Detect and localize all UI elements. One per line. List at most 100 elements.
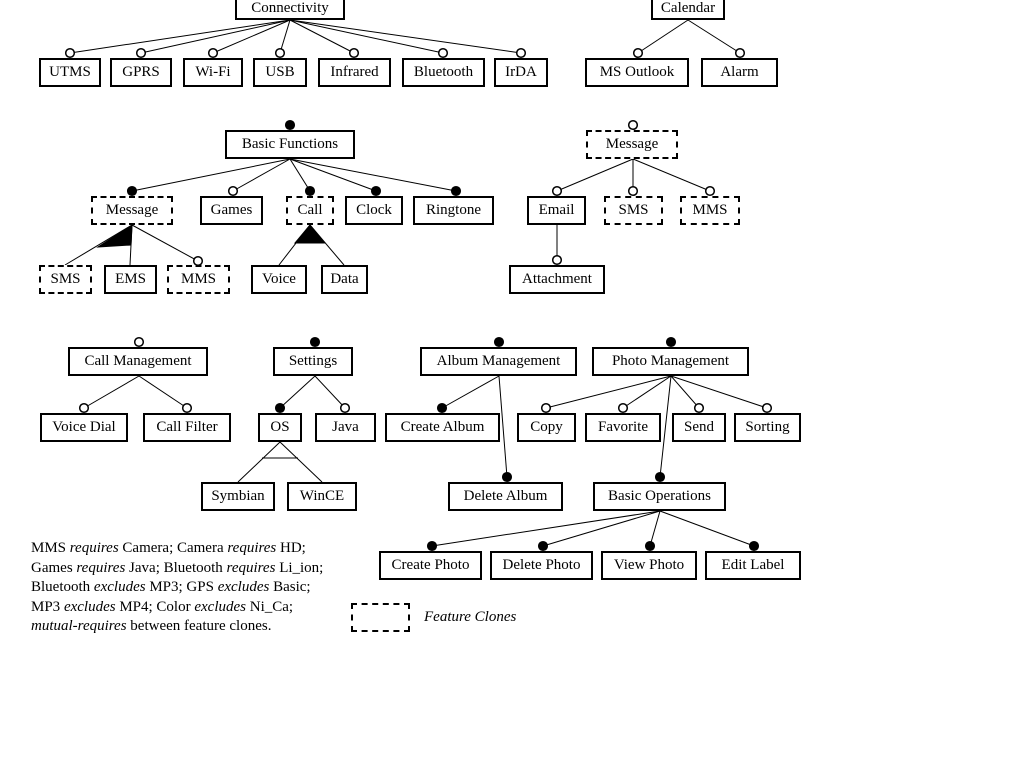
mandatory-marker	[665, 336, 677, 348]
feature-wince[interactable]: WinCE	[287, 482, 357, 511]
edge	[670, 375, 768, 409]
optional-marker	[339, 402, 351, 414]
edge	[232, 158, 291, 192]
edge	[659, 375, 672, 478]
optional-marker	[761, 402, 773, 414]
edge	[279, 441, 323, 483]
feature-create-photo[interactable]: Create Photo	[379, 551, 482, 580]
feature-copy[interactable]: Copy	[517, 413, 576, 442]
feature-create-album[interactable]: Create Album	[385, 413, 500, 442]
optional-marker	[632, 47, 644, 59]
edge	[69, 19, 291, 54]
mandatory-marker	[426, 540, 438, 552]
feature-gprs[interactable]: GPRS	[110, 58, 172, 87]
optional-marker	[734, 47, 746, 59]
feature-mms-root-clone[interactable]: MMS	[680, 196, 740, 225]
legend-clone-label: Feature Clones	[424, 609, 517, 625]
feature-irda[interactable]: IrDA	[494, 58, 548, 87]
optional-marker	[551, 185, 563, 197]
optional-marker	[192, 255, 204, 267]
feature-view-photo[interactable]: View Photo	[601, 551, 697, 580]
feature-send[interactable]: Send	[672, 413, 726, 442]
optional-marker	[133, 336, 145, 348]
feature-os[interactable]: OS	[258, 413, 302, 442]
feature-attachment[interactable]: Attachment	[509, 265, 605, 294]
optional-marker	[348, 47, 360, 59]
feature-usb[interactable]: USB	[253, 58, 307, 87]
mandatory-marker	[654, 471, 666, 483]
feature-delete-album[interactable]: Delete Album	[448, 482, 563, 511]
feature-clock[interactable]: Clock	[345, 196, 403, 225]
feature-games[interactable]: Games	[200, 196, 263, 225]
or-group-triangle	[293, 224, 327, 244]
feature-connectivity[interactable]: Connectivity	[235, 0, 345, 20]
legend-clone-swatch	[351, 603, 410, 632]
feature-basic-operations[interactable]: Basic Operations	[593, 482, 726, 511]
edge	[431, 510, 661, 547]
optional-marker	[693, 402, 705, 414]
mandatory-marker	[309, 336, 321, 348]
feature-basic-functions[interactable]: Basic Functions	[225, 130, 355, 159]
edge	[649, 510, 661, 547]
optional-marker	[704, 185, 716, 197]
feature-voice-dial[interactable]: Voice Dial	[40, 413, 128, 442]
mandatory-marker	[274, 402, 286, 414]
feature-ringtone[interactable]: Ringtone	[413, 196, 494, 225]
optional-marker	[617, 402, 629, 414]
edge	[687, 19, 741, 54]
constraint-line-4: MP3 excludes MP4; Color excludes Ni_Ca;	[31, 598, 294, 615]
edge	[212, 19, 291, 54]
feature-mms-clone[interactable]: MMS	[167, 265, 230, 294]
mandatory-marker	[126, 185, 138, 197]
feature-calendar[interactable]: Calendar	[651, 0, 725, 20]
feature-infrared[interactable]: Infrared	[318, 58, 391, 87]
feature-call-filter[interactable]: Call Filter	[143, 413, 231, 442]
feature-settings[interactable]: Settings	[273, 347, 353, 376]
edge	[83, 375, 140, 409]
edge	[289, 158, 311, 192]
feature-edit-label[interactable]: Edit Label	[705, 551, 801, 580]
constraint-line-2: Games requires Java; Bluetooth requires …	[31, 559, 324, 576]
mandatory-marker	[748, 540, 760, 552]
feature-alarm[interactable]: Alarm	[701, 58, 778, 87]
feature-data[interactable]: Data	[321, 265, 368, 294]
optional-marker	[551, 254, 563, 266]
feature-utms[interactable]: UTMS	[39, 58, 101, 87]
feature-sms-clone[interactable]: SMS	[39, 265, 92, 294]
optional-marker	[64, 47, 76, 59]
edge	[289, 158, 457, 192]
edge	[131, 158, 291, 192]
feature-ms-outlook[interactable]: MS Outlook	[585, 58, 689, 87]
feature-symbian[interactable]: Symbian	[201, 482, 275, 511]
constraint-line-1: MMS requires Camera; Camera requires HD;	[31, 540, 306, 556]
feature-ems[interactable]: EMS	[104, 265, 157, 294]
feature-message-clone[interactable]: Message	[91, 196, 173, 225]
edge	[289, 19, 355, 54]
feature-call-clone[interactable]: Call	[286, 196, 334, 225]
feature-message-root-clone[interactable]: Message	[586, 130, 678, 159]
feature-sms-root-clone[interactable]: SMS	[604, 196, 663, 225]
mandatory-marker	[436, 402, 448, 414]
feature-voice[interactable]: Voice	[251, 265, 307, 294]
feature-call-management[interactable]: Call Management	[68, 347, 208, 376]
feature-photo-management[interactable]: Photo Management	[592, 347, 749, 376]
edge	[131, 224, 199, 262]
feature-java[interactable]: Java	[315, 413, 376, 442]
optional-marker	[227, 185, 239, 197]
edge	[441, 375, 500, 409]
feature-favorite[interactable]: Favorite	[585, 413, 661, 442]
constraint-line-5: mutual-requires between feature clones.	[31, 618, 272, 635]
feature-email[interactable]: Email	[527, 196, 586, 225]
feature-bluetooth[interactable]: Bluetooth	[402, 58, 485, 87]
feature-album-management[interactable]: Album Management	[420, 347, 577, 376]
edge	[632, 158, 711, 192]
mandatory-marker	[284, 119, 296, 131]
optional-marker	[181, 402, 193, 414]
edge	[237, 441, 281, 483]
feature-sorting[interactable]: Sorting	[734, 413, 801, 442]
edge	[498, 375, 508, 478]
feature-delete-photo[interactable]: Delete Photo	[490, 551, 593, 580]
optional-marker	[437, 47, 449, 59]
mandatory-marker	[304, 185, 316, 197]
feature-wifi[interactable]: Wi-Fi	[183, 58, 243, 87]
